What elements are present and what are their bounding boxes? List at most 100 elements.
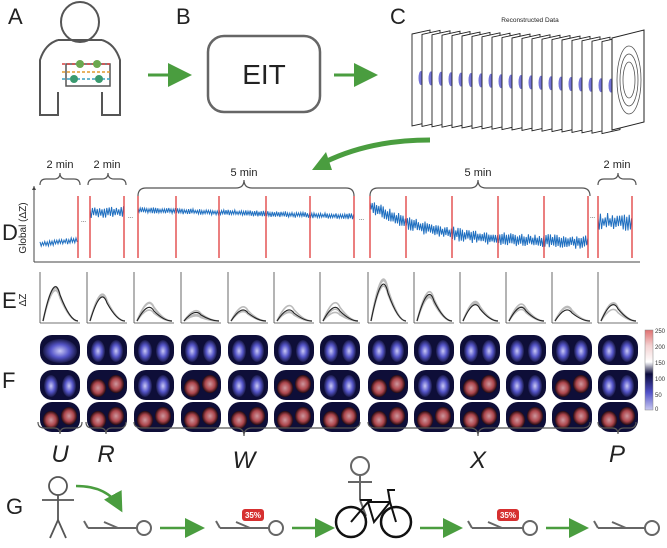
breath-waveform-plots <box>39 272 638 324</box>
lung-region-right <box>390 340 404 362</box>
lung-region-right <box>202 375 218 393</box>
lung-region-left <box>138 340 152 362</box>
lung-region-right <box>481 407 497 425</box>
contour-ring <box>622 61 636 99</box>
lung-region-right <box>203 340 217 362</box>
lung-region-right <box>527 407 543 425</box>
duration-label-u: 2 min <box>47 159 74 171</box>
lung-region-right <box>296 340 310 362</box>
lung-region-left <box>418 375 432 397</box>
lung-region-left <box>417 411 433 429</box>
supine-figure-1 <box>83 520 152 536</box>
lung-region-right <box>389 375 405 393</box>
lung-region-left <box>277 379 293 397</box>
lung-region-right <box>389 407 405 425</box>
segment-label-p: P <box>609 441 625 468</box>
lung-region-right <box>436 375 450 397</box>
lung-region-right <box>620 375 634 397</box>
lung-region-right <box>435 407 451 425</box>
waveform-mean <box>554 309 591 322</box>
segment-label-r: R <box>97 441 114 468</box>
lung-region-right <box>573 375 589 393</box>
lung-region-left <box>464 340 478 362</box>
colorbar-tick: 200 <box>655 345 666 351</box>
badge-35-percent-1 <box>242 509 264 521</box>
lung-region-right <box>342 375 356 397</box>
panel-letter-e: E <box>2 288 17 313</box>
lung-region-right <box>250 340 264 362</box>
contour-ring <box>616 45 642 115</box>
lung-region-right <box>619 407 635 425</box>
lung-region-right <box>620 340 634 362</box>
lung-region <box>43 339 77 363</box>
lung-region-left <box>185 340 199 362</box>
standing-figure <box>42 476 74 539</box>
lung-region-left <box>44 375 58 397</box>
lung-region-right <box>528 375 542 397</box>
duration-label-r: 2 min <box>94 159 121 171</box>
e-ylabel: ΔZ <box>18 294 29 307</box>
lung-region-left <box>278 340 292 362</box>
trace-r <box>89 206 125 218</box>
lung-region-left <box>184 379 200 397</box>
colorbar-tick: 100 <box>655 377 666 383</box>
lung-region-left <box>324 340 338 362</box>
waveform-mean <box>183 311 220 322</box>
lung-region-right <box>62 375 76 397</box>
panel-letter-c: C <box>390 4 406 29</box>
lung-region-right <box>108 407 124 425</box>
colorbar-tick: 0 <box>655 407 659 413</box>
lung-region-right <box>342 340 356 362</box>
front-frame <box>611 29 645 131</box>
lung-region-left <box>90 379 106 397</box>
ellipsis-2: ... <box>128 214 133 220</box>
badge-35-percent-1-text: 35% <box>245 511 261 520</box>
waveform-mean <box>42 286 79 322</box>
lung-region-left <box>555 411 571 429</box>
panel-letter-a: A <box>8 4 23 29</box>
colorbar-ticks: 250 200 150 100 50 0 <box>655 329 666 413</box>
lung-region-right <box>436 340 450 362</box>
colorbar-tick: 50 <box>655 393 662 399</box>
lung-region-right <box>61 407 77 425</box>
trace-u <box>39 236 78 248</box>
lung-region-right <box>156 340 170 362</box>
lung-region-right <box>108 375 124 393</box>
lung-region-left <box>232 375 246 397</box>
lung-region-right <box>295 375 311 393</box>
lung-region-right <box>250 375 264 397</box>
lung-region-left <box>138 375 152 397</box>
lung-region-left <box>232 340 246 362</box>
waveform-mean <box>89 296 126 322</box>
reconstructed-frame-stack <box>411 29 645 135</box>
lung-region-left <box>91 340 105 362</box>
lung-region-left <box>418 340 432 362</box>
waveform-mean <box>136 306 173 322</box>
segment-label-w: W <box>233 447 258 474</box>
lung-region-left <box>555 379 571 397</box>
eit-box-label: EIT <box>242 59 286 90</box>
trace-w <box>137 206 355 220</box>
lung-region-left <box>602 340 616 362</box>
lung-region-left <box>509 411 525 429</box>
lung-region-left <box>556 340 570 362</box>
lung-region-right <box>481 375 497 393</box>
eit-box <box>206 34 322 114</box>
lung-region-left <box>510 375 524 397</box>
colorbar-tick: 250 <box>655 329 666 335</box>
lung-region-left <box>43 411 59 429</box>
lung-image-grid <box>40 335 638 432</box>
d-ylabel: Global (ΔZ) <box>18 202 29 253</box>
cyclist-figure <box>334 456 413 539</box>
badge-35-percent-2 <box>497 509 519 521</box>
lung-region-right <box>155 407 171 425</box>
segment-label-x: X <box>469 447 487 474</box>
lung-region-left <box>602 375 616 397</box>
waveform-mean <box>508 306 545 322</box>
reconstructed-data-label: Reconstructed Data <box>501 17 559 24</box>
trace-x <box>369 201 589 249</box>
global-impedance-traces <box>39 201 633 249</box>
lung-region-right <box>528 340 542 362</box>
waveform-mean <box>600 304 637 322</box>
